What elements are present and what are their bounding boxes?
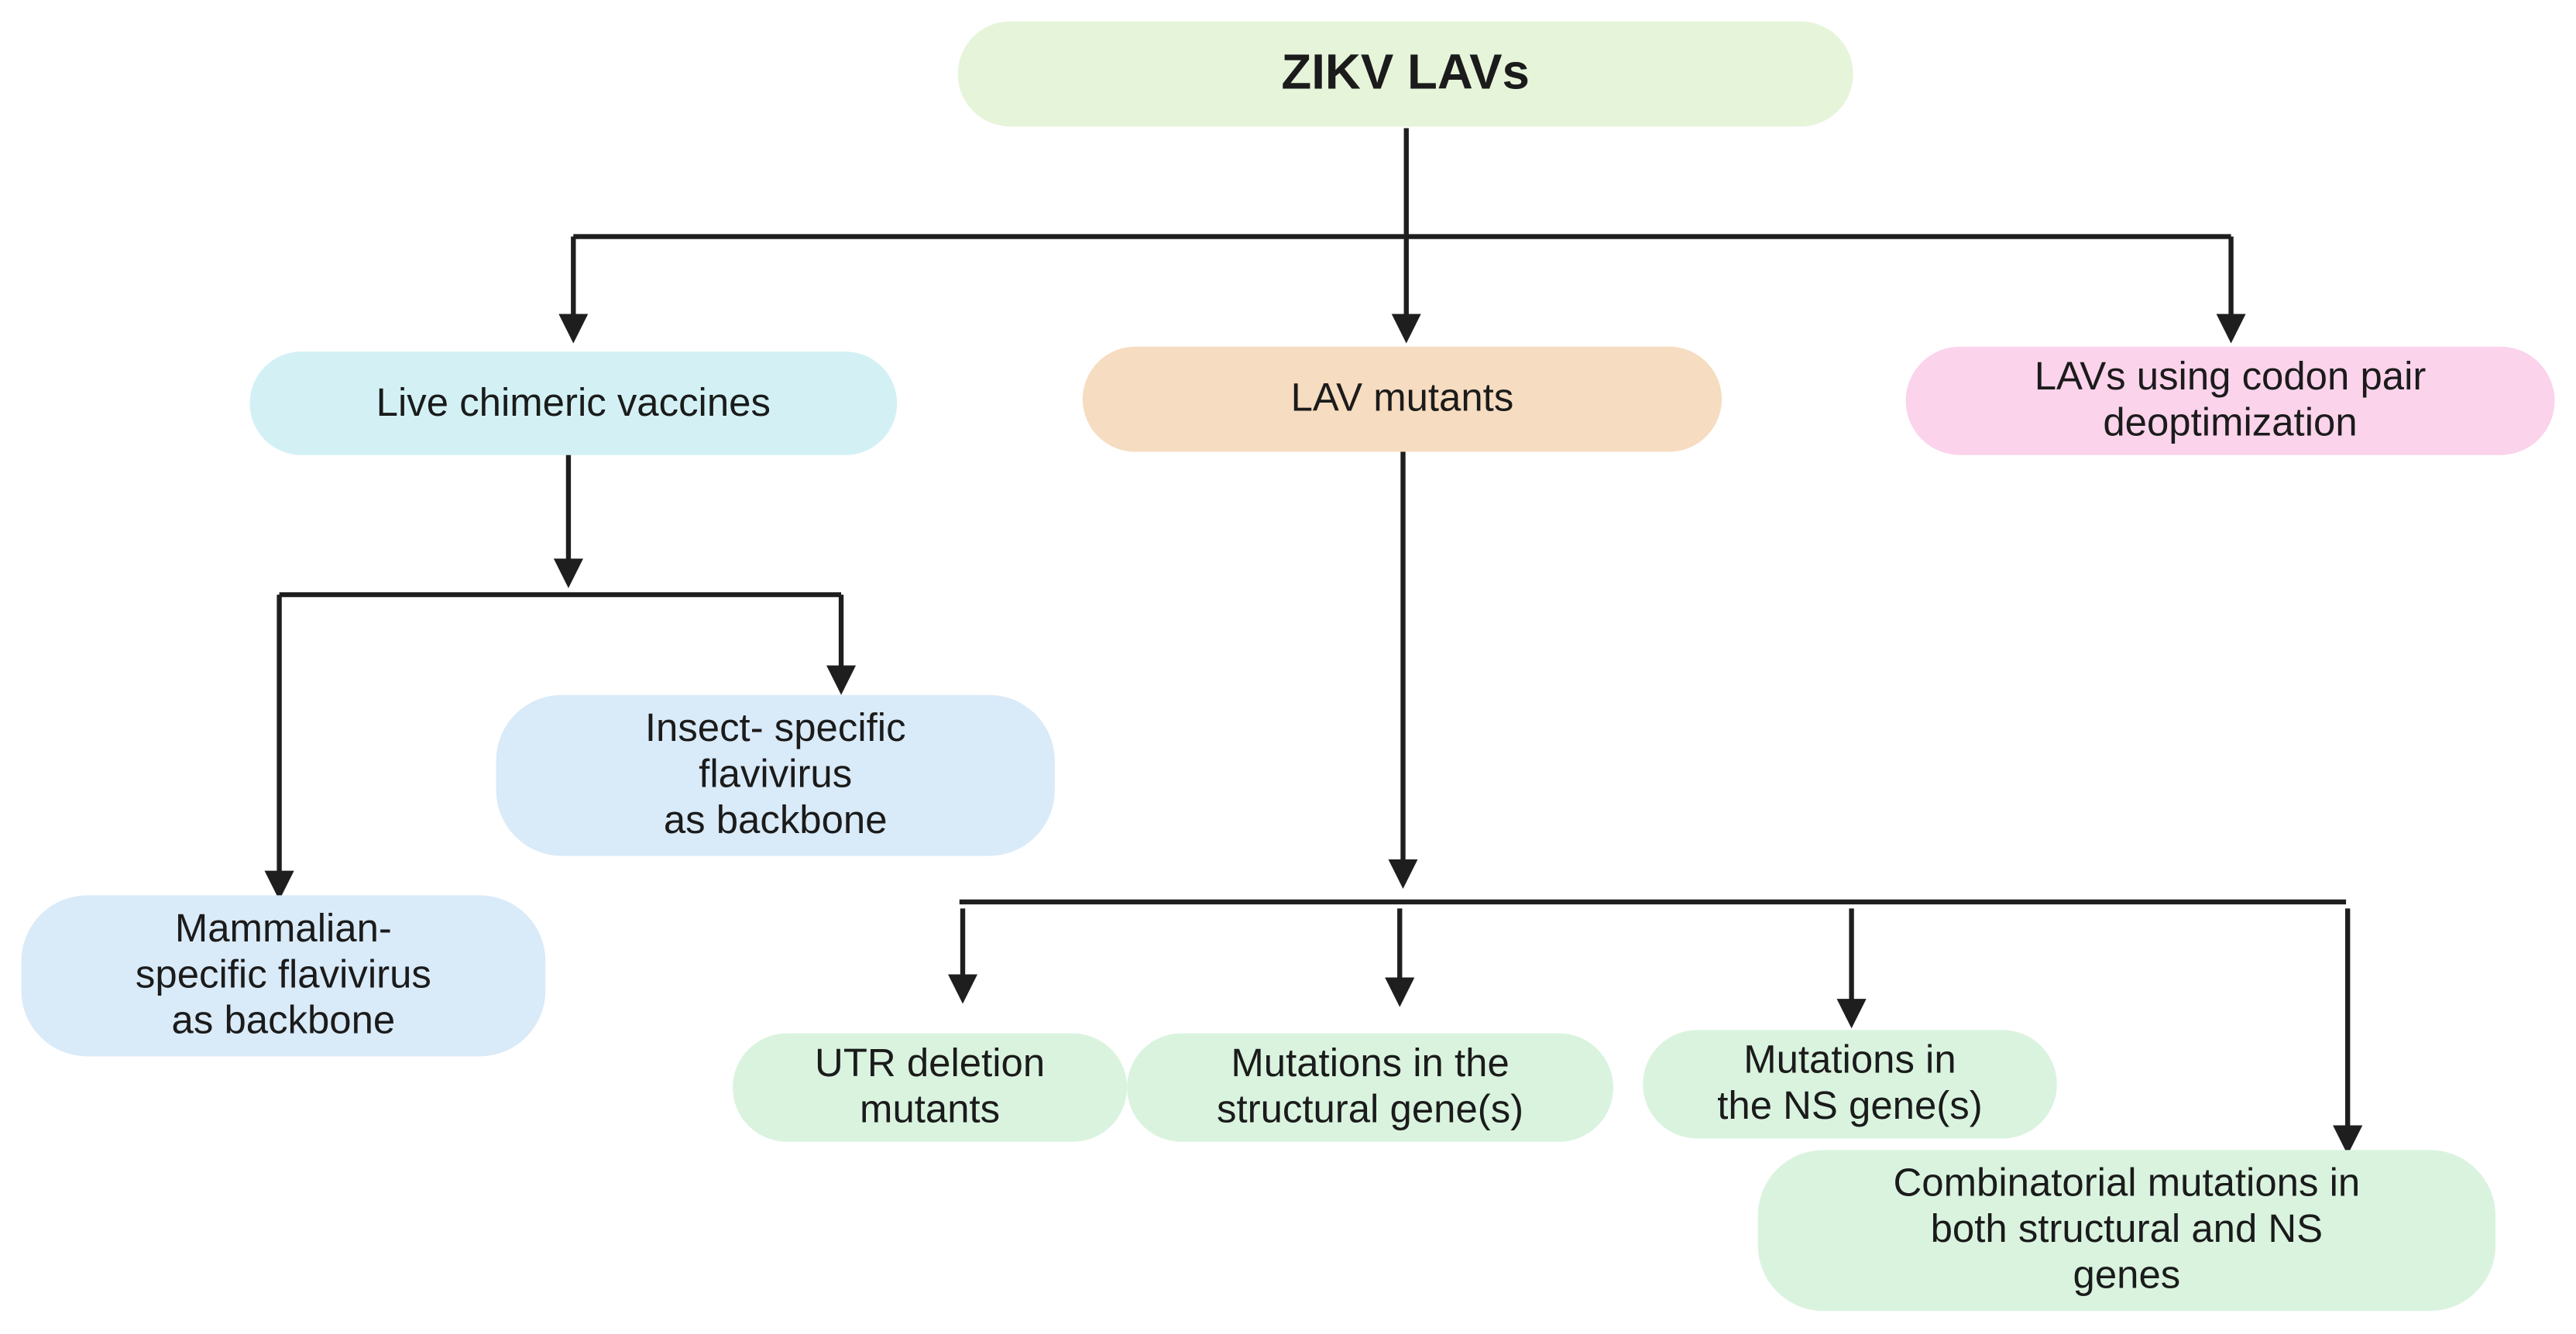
node-insect-specific-backbone: Insect- specific flavivirus as backbone	[496, 694, 1055, 856]
node-codon-pair-deoptimization: LAVs using codon pair deoptimization	[1905, 346, 2555, 455]
node-utr-deletion-mutants: UTR deletion mutants	[733, 1033, 1128, 1142]
node-zikv-lavs: ZIKV LAVs	[957, 21, 1853, 127]
node-combinatorial-mutations: Combinatorial mutations in both structur…	[1757, 1150, 2496, 1312]
node-mammalian-specific-backbone: Mammalian- specific flavivirus as backbo…	[21, 895, 546, 1057]
node-live-chimeric-vaccines: Live chimeric vaccines	[249, 352, 898, 455]
node-lav-mutants: LAV mutants	[1082, 346, 1722, 452]
node-structural-gene-mutations: Mutations in the structural gene(s)	[1127, 1033, 1614, 1142]
node-ns-gene-mutations: Mutations in the NS gene(s)	[1643, 1030, 2057, 1139]
